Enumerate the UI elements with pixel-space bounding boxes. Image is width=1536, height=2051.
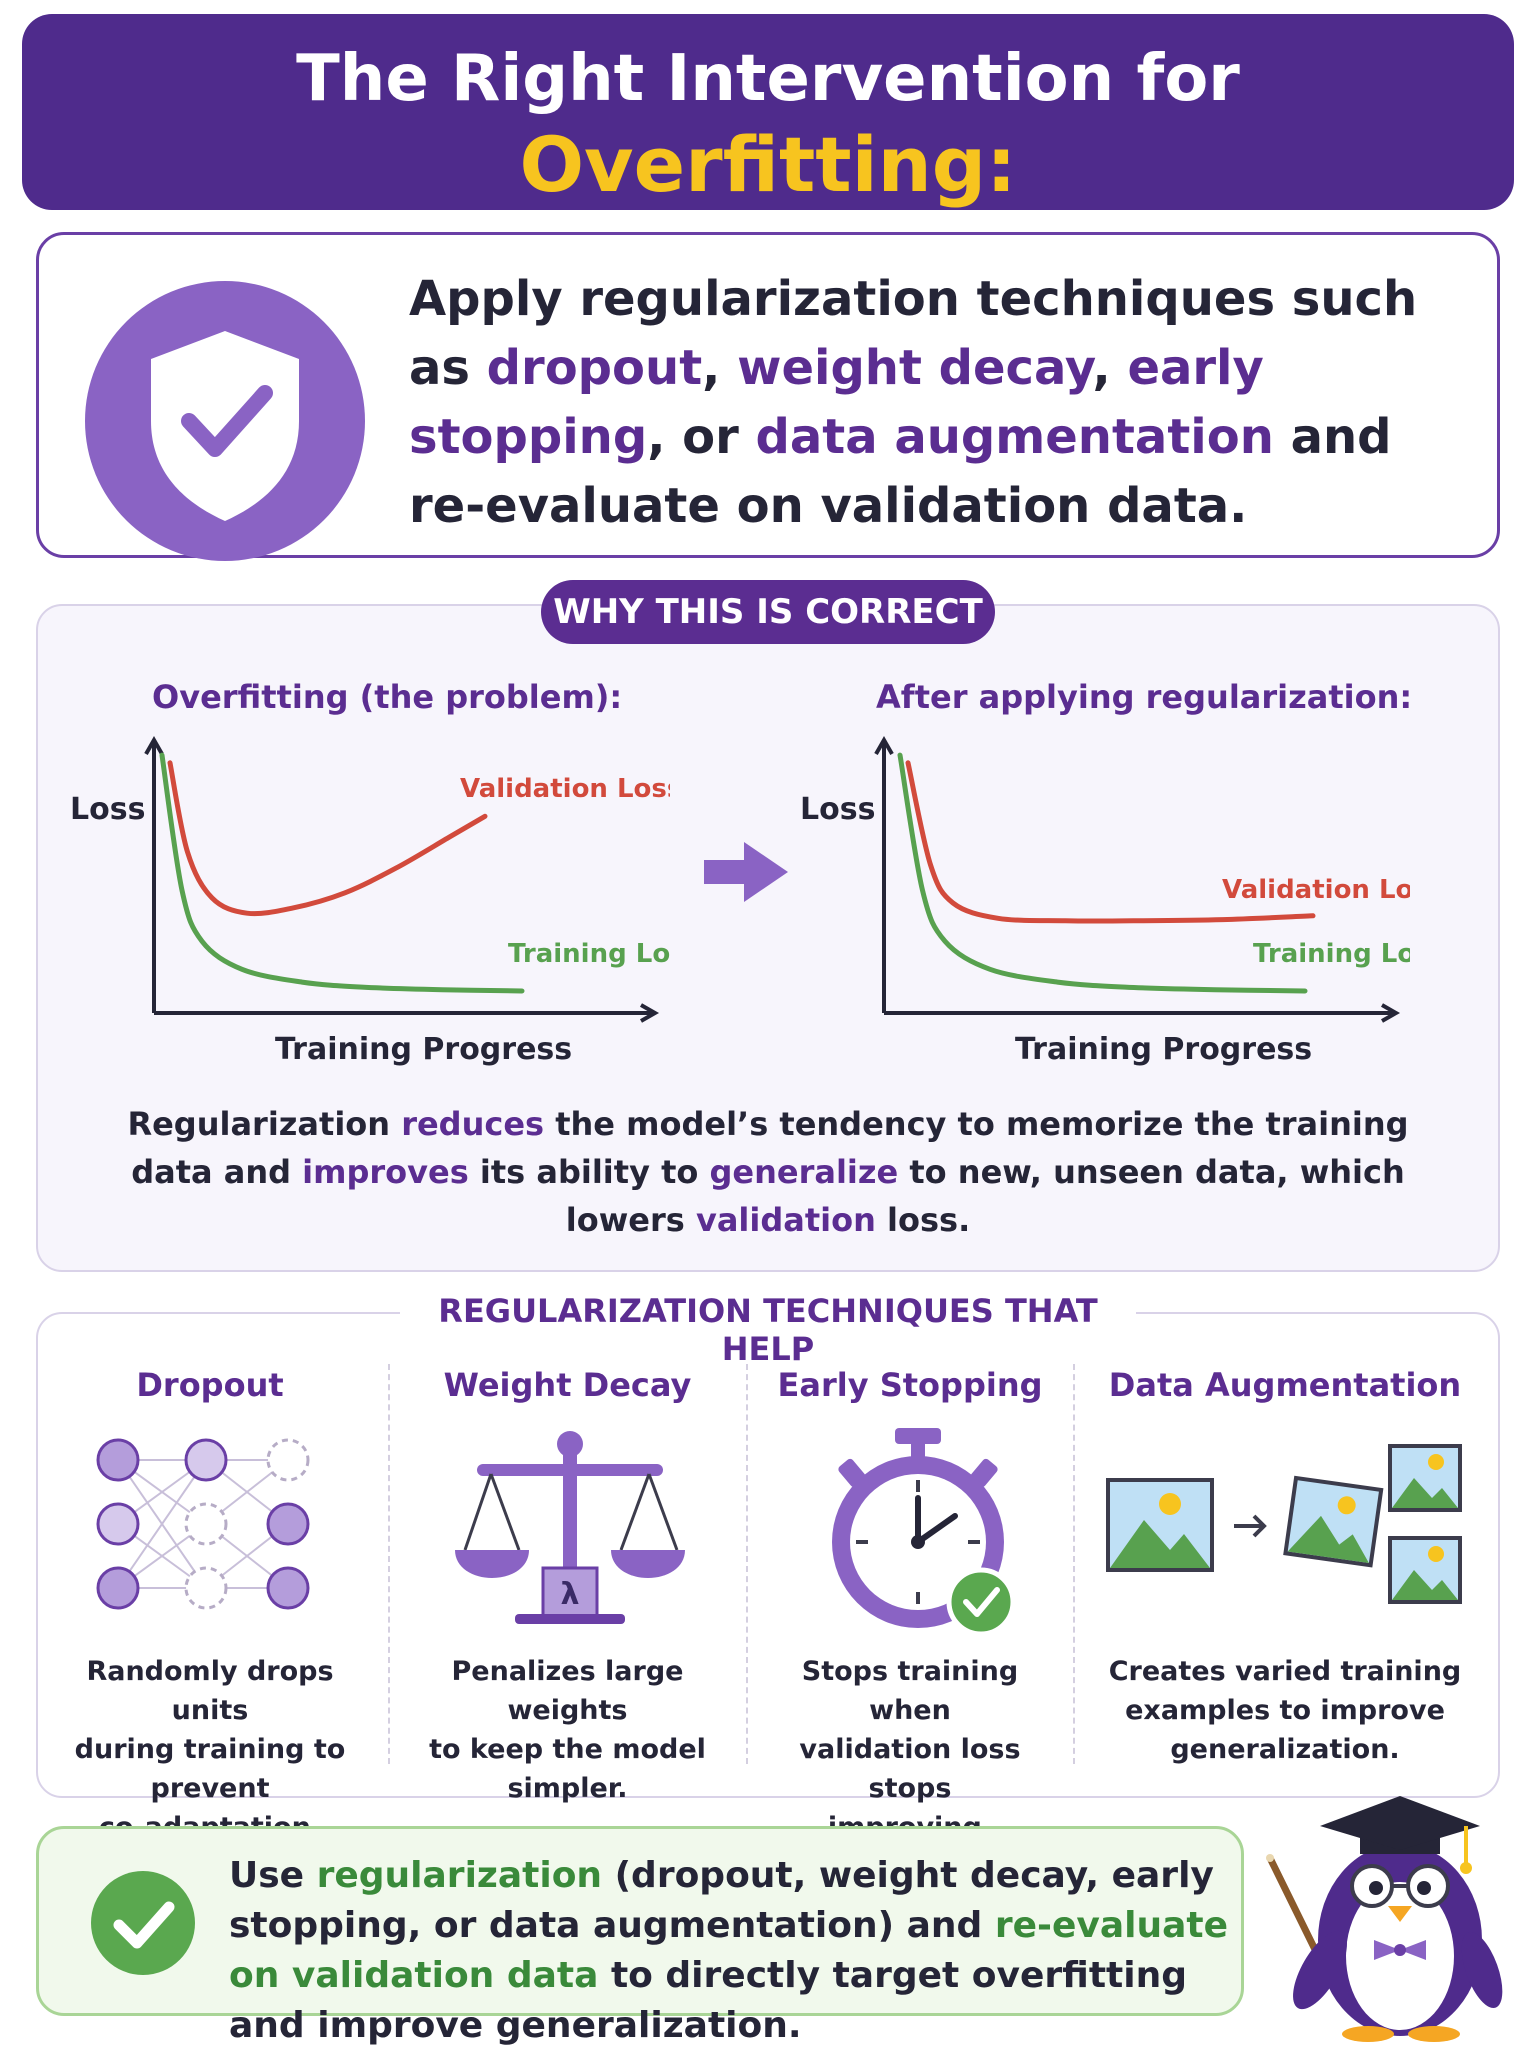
intro-card: Apply regularization techniques such as … bbox=[36, 232, 1500, 561]
validation-loss-label: Validation Loss bbox=[460, 774, 670, 804]
penguin-mascot-icon bbox=[1266, 1796, 1503, 2042]
regularized-chart: Validation Loss Training Loss bbox=[874, 735, 1410, 1023]
title-banner: The Right Intervention for Overfitting: bbox=[22, 14, 1514, 210]
conclusion-text: Use regularization (dropout, weight deca… bbox=[229, 1855, 1229, 2046]
divider bbox=[746, 1364, 748, 1764]
title-line-1: The Right Intervention for bbox=[296, 42, 1240, 116]
shield-check-icon bbox=[85, 281, 365, 561]
right-chart-title: After applying regularization: bbox=[876, 678, 1413, 716]
highlight-dropout: dropout bbox=[486, 340, 703, 396]
highlight-data-augmentation: data augmentation bbox=[755, 409, 1274, 465]
why-section bbox=[36, 604, 1500, 1272]
left-chart-title: Overfitting (the problem): bbox=[152, 678, 623, 716]
technique-title-early-stopping: Early Stopping bbox=[777, 1366, 1043, 1404]
techniques-title: REGULARIZATION TECHNIQUES THAT HELP bbox=[400, 1292, 1136, 1368]
check-circle-icon bbox=[91, 1871, 195, 1975]
training-loss-label: Training Loss bbox=[508, 939, 670, 969]
technique-title-data-augmentation: Data Augmentation bbox=[1108, 1366, 1462, 1404]
validation-loss-line bbox=[167, 760, 488, 917]
image-augmentation-icon bbox=[1106, 1444, 1462, 1604]
why-explanation: Regularization reduces the model’s tende… bbox=[127, 1105, 1409, 1239]
right-y-label: Loss bbox=[800, 792, 876, 827]
y-axis-arrow bbox=[874, 735, 894, 755]
highlight-weight-decay: weight decay bbox=[737, 340, 1093, 396]
image-icon bbox=[1388, 1536, 1462, 1604]
image-icon bbox=[1283, 1475, 1384, 1568]
training-loss-line bbox=[159, 752, 525, 994]
x-axis-arrow bbox=[1381, 1003, 1401, 1023]
right-x-label: Training Progress bbox=[1015, 1032, 1313, 1067]
y-axis-arrow bbox=[144, 735, 164, 755]
neural-network-icon bbox=[96, 1438, 310, 1610]
x-axis-arrow bbox=[640, 1003, 660, 1023]
why-label: WHY THIS IS CORRECT bbox=[541, 580, 995, 644]
training-loss-label: Training Loss bbox=[1253, 939, 1410, 969]
left-x-label: Training Progress bbox=[275, 1032, 573, 1067]
balance-scale-icon: λ bbox=[455, 1431, 685, 1624]
left-y-label: Loss bbox=[70, 792, 146, 827]
training-loss-line bbox=[897, 752, 1308, 994]
conclusion-card: Use regularization (dropout, weight deca… bbox=[36, 1826, 1244, 2046]
arrow-right-icon bbox=[704, 842, 788, 902]
intro-text: Apply regularization techniques such as … bbox=[409, 271, 1418, 534]
overfitting-chart: Validation Loss Training Loss bbox=[144, 735, 670, 1023]
divider bbox=[388, 1364, 390, 1764]
technique-title-weight-decay: Weight Decay bbox=[443, 1366, 692, 1404]
title-line-2: Overfitting: bbox=[519, 120, 1017, 209]
divider bbox=[1073, 1364, 1075, 1764]
image-icon bbox=[1106, 1478, 1214, 1572]
lambda-symbol: λ bbox=[561, 1577, 580, 1612]
stopwatch-icon bbox=[832, 1428, 1016, 1637]
validation-loss-line bbox=[905, 760, 1316, 924]
highlight-early-stopping: early stopping bbox=[409, 340, 1264, 465]
image-icon bbox=[1388, 1444, 1462, 1512]
validation-loss-label: Validation Loss bbox=[1222, 875, 1410, 905]
technique-title-dropout: Dropout bbox=[136, 1366, 284, 1404]
techniques-section bbox=[36, 1312, 1500, 1798]
